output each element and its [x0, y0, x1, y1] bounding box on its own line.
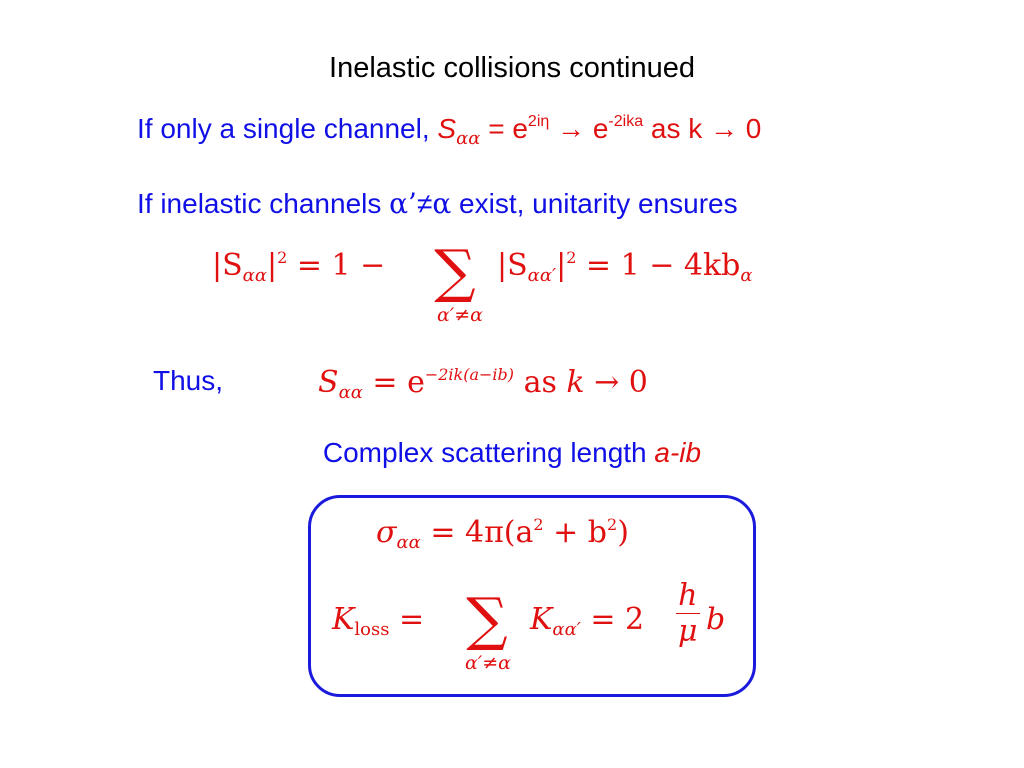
result-box [308, 495, 756, 697]
zero-text: 0 [738, 113, 762, 144]
h-over-mu-fraction: h μ [676, 578, 700, 649]
thus-label: Thus, [153, 365, 224, 396]
s-subscript: αα [456, 128, 481, 149]
not-equal-symbol: ≠ [416, 188, 433, 219]
eq1-rhs: |Sαα′|2 = 1 − 4kbα [497, 248, 753, 286]
inelastic-prefix: If inelastic channels [137, 188, 390, 219]
single-channel-line: If only a single channel, Sαα = e2iη → e… [137, 113, 761, 149]
k-loss-rhs: Kαα′ = 2 [530, 602, 645, 640]
inelastic-channels-line: If inelastic channels α’≠α exist, unitar… [137, 187, 738, 220]
unitarity-equation: |Sαα|2 = 1 − [212, 248, 385, 286]
inelastic-suffix: exist, unitarity ensures [451, 188, 738, 219]
arrow-icon: → [710, 113, 739, 144]
k-loss-lhs: Kloss = [332, 602, 425, 640]
scattering-length-term: a-ib [654, 437, 702, 468]
cross-section-equation: σαα = 4π(a2 + b2) [376, 515, 629, 553]
sum-1-index: α′≠α [437, 304, 483, 326]
eq1-mid: = 1 − [287, 248, 386, 283]
e-term-2: e [592, 113, 609, 144]
sum-symbol-1: ∑ [434, 237, 476, 305]
slide-title: Inelastic collisions continued [329, 52, 695, 84]
as-k-text: as k [643, 113, 711, 144]
s-symbol: S [437, 113, 457, 144]
complex-scattering-line: Complex scattering length a-ib [0, 437, 1024, 469]
e-term-1: e [512, 113, 528, 144]
sum-symbol-2: ∑ [466, 585, 508, 653]
s-matrix-equation: Sαα = e−2ik(a−ib) as k → 0 [318, 365, 648, 403]
fraction-denominator: μ [678, 614, 698, 649]
e-term-1-exponent: 2iη [527, 113, 550, 130]
eq1-lhs: |Sαα|2 [212, 248, 288, 286]
fraction-numerator: h [676, 578, 700, 614]
arrow-icon: → [549, 113, 593, 144]
alpha-symbol: α [432, 187, 452, 220]
equals-sign: = [480, 113, 513, 144]
b-term: b [706, 602, 726, 637]
single-channel-text: If only a single channel, [137, 113, 438, 144]
alpha-prime-symbol: α’ [389, 187, 417, 220]
sum-2-index: α′≠α [465, 652, 511, 674]
e-term-2-exponent: -2ika [608, 113, 644, 130]
complex-scattering-text: Complex scattering length [322, 437, 655, 468]
